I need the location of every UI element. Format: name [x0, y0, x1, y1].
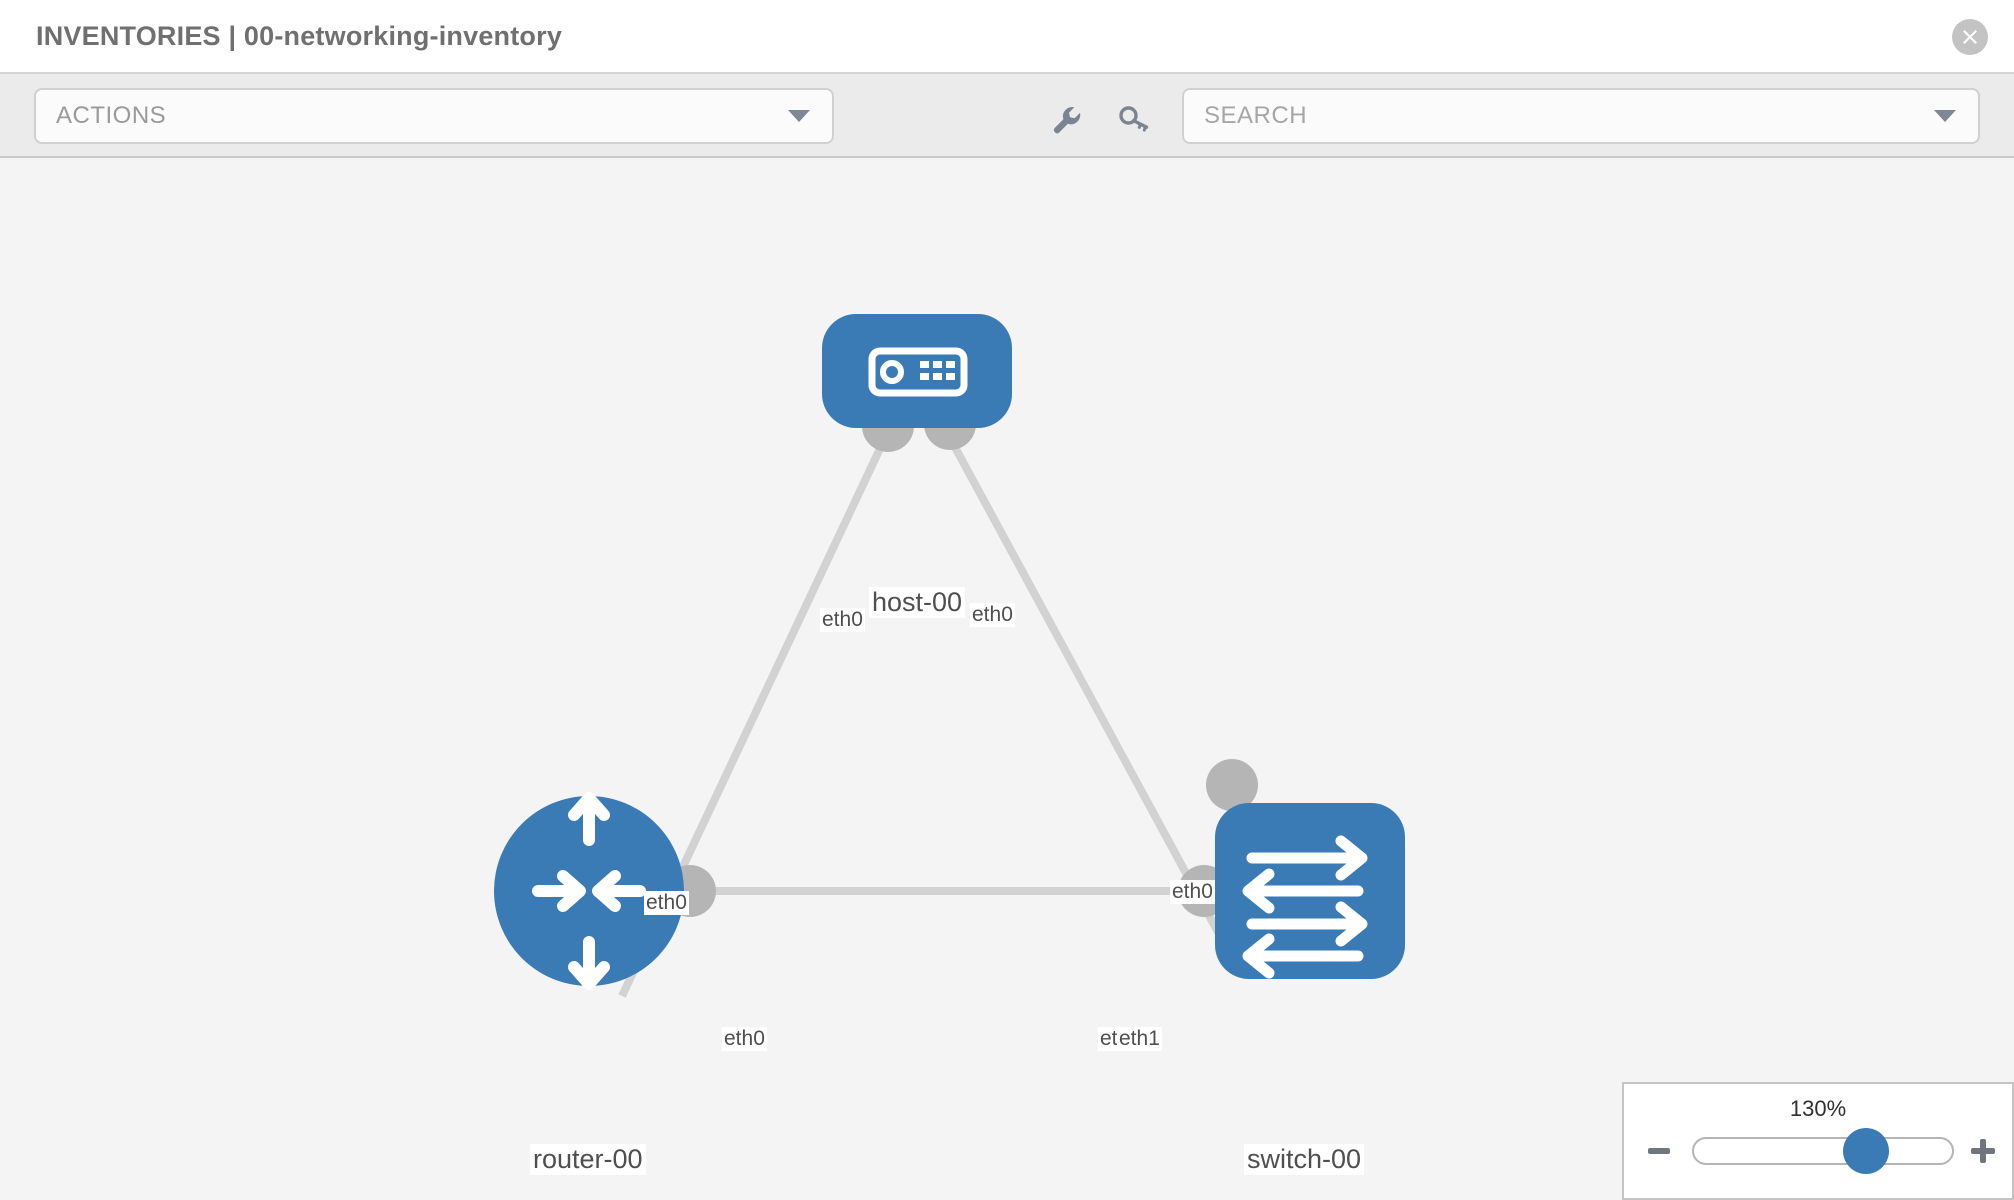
actions-dropdown[interactable]: ACTIONS [34, 88, 834, 144]
iface-label-router-east: eth0 [722, 1027, 767, 1051]
toolbar: ACTIONS SEARCH [0, 72, 2014, 158]
zoom-slider-thumb[interactable] [1843, 1128, 1889, 1174]
close-icon [1963, 30, 1977, 44]
node-label-host-00: host-00 [869, 587, 966, 618]
minus-icon [1648, 1148, 1670, 1154]
node-host-00[interactable] [822, 314, 1012, 428]
page-title: INVENTORIES | 00-networking-inventory [36, 20, 563, 51]
zoom-slider-track[interactable] [1692, 1137, 1954, 1165]
server-icon [868, 347, 968, 397]
node-label-switch-00: switch-00 [1244, 1144, 1365, 1175]
topology-links [618, 436, 1236, 998]
wrench-button[interactable] [1046, 100, 1086, 140]
search-chevron-down-icon[interactable] [1934, 110, 1956, 122]
close-button[interactable] [1952, 19, 1988, 55]
page-header: INVENTORIES | 00-networking-inventory [0, 0, 2014, 72]
iface-label-switch-west-b: eth1 [1117, 1027, 1162, 1051]
plus-icon [1971, 1139, 1995, 1163]
search-input[interactable]: SEARCH [1182, 88, 1980, 144]
zoom-level-value: 130% [1789, 1096, 1847, 1121]
node-label-router-00: router-00 [530, 1144, 646, 1175]
key-icon [1119, 106, 1149, 132]
zoom-out-button[interactable] [1642, 1134, 1676, 1168]
link-host-switch [946, 436, 1236, 960]
swap-arrows-icon [1242, 835, 1368, 979]
iface-label-host-right: eth0 [970, 603, 1015, 627]
iface-label-host-left: eth0 [820, 608, 865, 632]
actions-dropdown-label: ACTIONS [56, 102, 167, 129]
key-button[interactable] [1114, 100, 1154, 140]
topology-canvas[interactable]: host-00 router-00 switch-00 eth0 eth0 et… [0, 158, 2014, 1200]
node-switch-00[interactable] [1215, 803, 1405, 979]
zoom-in-button[interactable] [1966, 1134, 2000, 1168]
iface-label-switch-north: eth0 [1170, 880, 1215, 904]
search-placeholder: SEARCH [1204, 102, 1308, 129]
zoom-control-panel: 130% [1622, 1082, 2014, 1200]
connector-switch-nw [1206, 759, 1258, 811]
topology-graph [494, 314, 1405, 998]
chevron-down-icon [788, 110, 810, 122]
iface-label-router-north: eth0 [644, 891, 689, 915]
four-way-arrow-icon [532, 792, 646, 990]
wrench-icon [1053, 106, 1081, 134]
node-router-00[interactable] [494, 792, 684, 990]
